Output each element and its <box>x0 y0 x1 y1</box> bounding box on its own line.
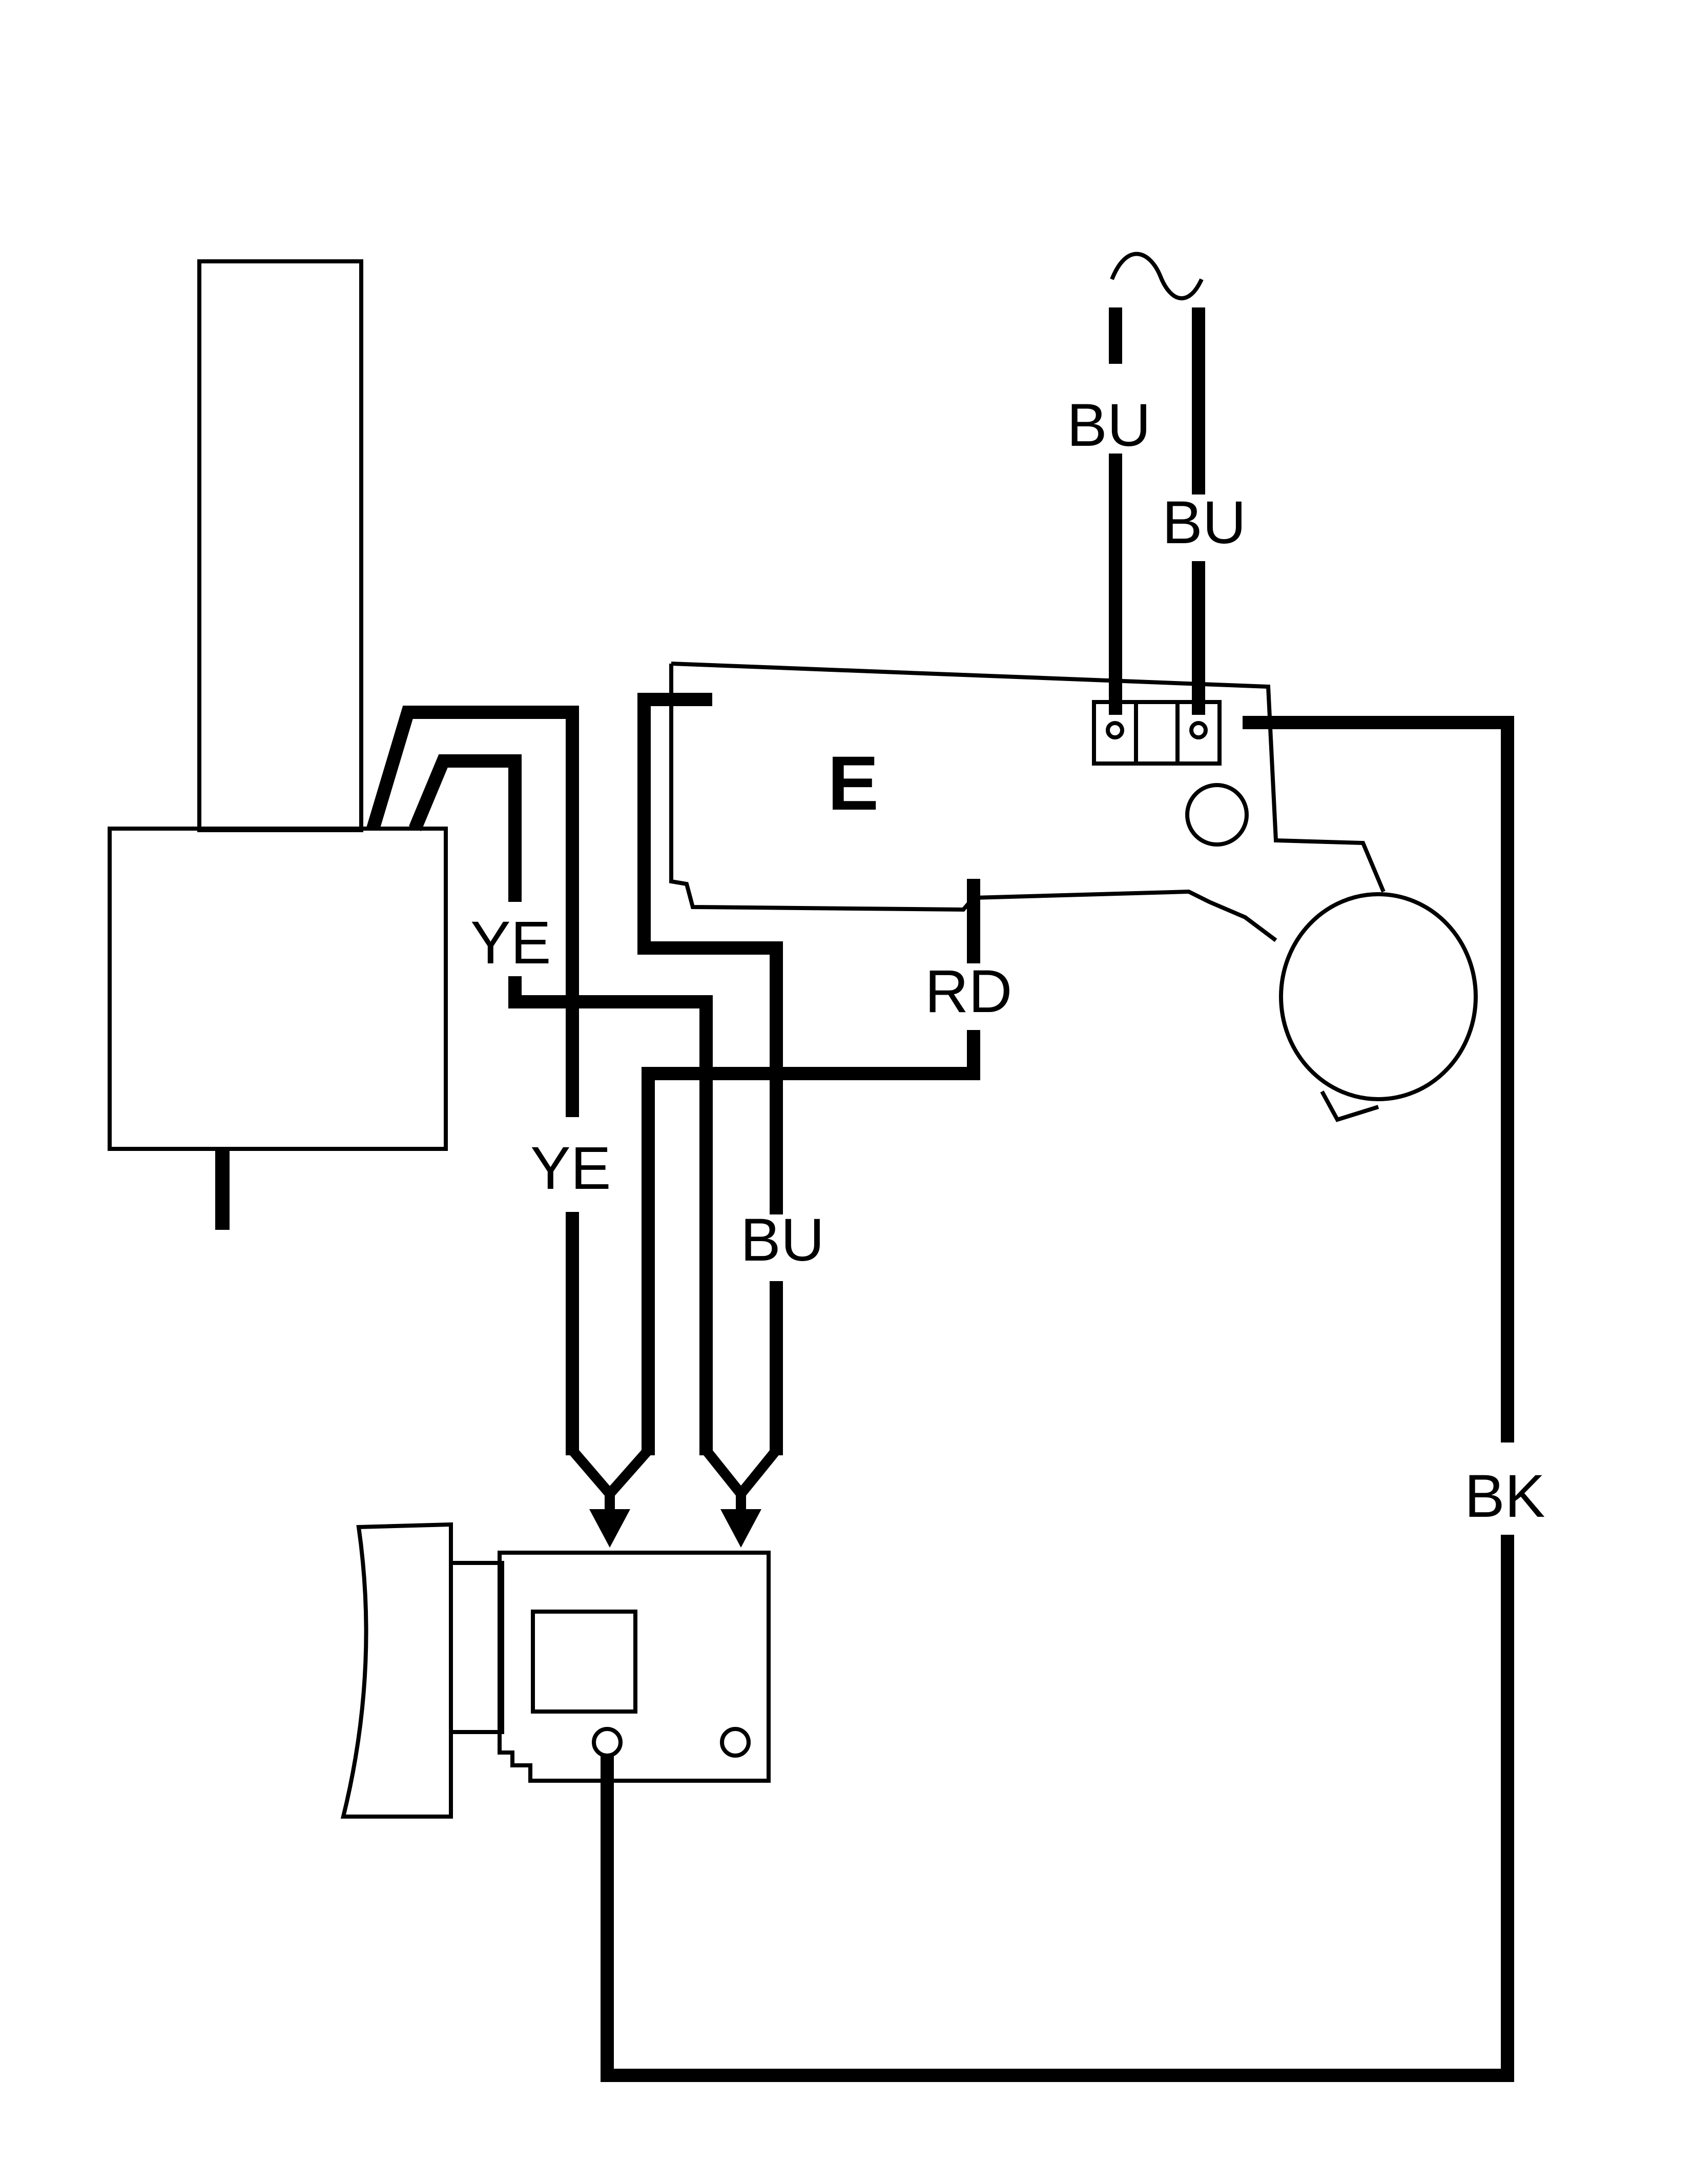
motor <box>108 259 448 1230</box>
switch <box>340 1522 771 1819</box>
ac-supply-icon <box>1110 252 1204 301</box>
switch-arrows <box>568 1447 780 1548</box>
arrow-head-right <box>720 1509 761 1548</box>
switch-trigger <box>340 1522 453 1819</box>
module-bracket <box>1269 737 1386 893</box>
blue-wire <box>637 693 783 1455</box>
label-rd: RD <box>925 958 1012 1025</box>
mains-supply <box>1109 252 1205 715</box>
terminal-block <box>1092 700 1222 766</box>
yellow-wires <box>366 706 713 1455</box>
label-supply-bu-left: BU <box>1067 392 1151 459</box>
motor-body <box>108 827 448 1151</box>
red-wire <box>642 879 980 1455</box>
label-ye-lower: YE <box>530 1135 611 1202</box>
label-bu-lower: BU <box>740 1206 824 1274</box>
electronic-module: E <box>669 662 1478 1122</box>
module-label: E <box>828 740 879 826</box>
black-wire <box>601 716 1514 2082</box>
motor-shaft <box>215 1148 230 1230</box>
switch-neck <box>449 1561 504 1734</box>
switch-terminal-left <box>592 1727 623 1758</box>
terminal-screw-right <box>1189 721 1208 739</box>
potentiometer <box>1279 892 1478 1101</box>
terminal-screw-left <box>1106 721 1124 739</box>
arrow-head-left <box>589 1509 630 1548</box>
label-supply-bu-right: BU <box>1162 489 1246 557</box>
motor-upper-housing <box>197 259 363 832</box>
label-bk: BK <box>1464 1462 1545 1530</box>
switch-body <box>498 1551 771 1783</box>
potentiometer-tab <box>1320 1090 1379 1122</box>
label-ye-upper: YE <box>470 909 551 977</box>
module-mounting-hole <box>1185 783 1249 847</box>
switch-window <box>531 1610 637 1714</box>
switch-terminal-right <box>720 1727 751 1758</box>
